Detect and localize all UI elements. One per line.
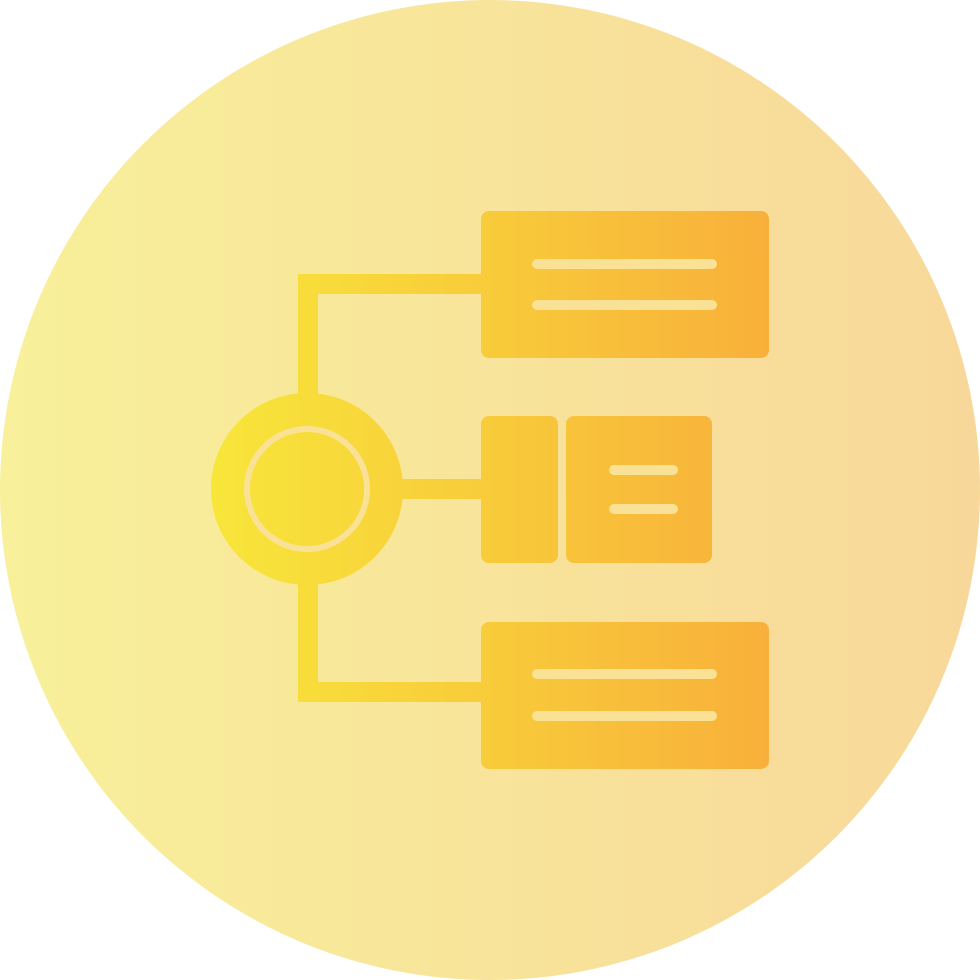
connector-horizontal-middle [395,479,485,499]
connector-vertical-top [298,274,318,404]
top-box [481,211,769,358]
connector-horizontal-bottom [298,682,488,702]
connector-lines [298,274,488,702]
connector-horizontal-top [298,274,488,294]
root-node-inner-ring [244,426,370,552]
root-node [211,393,403,585]
connector-vertical-bottom [298,576,318,702]
bottom-box [481,622,769,769]
middle-box [481,416,712,563]
middle-box-right [566,416,712,563]
middle-box-left [481,416,558,563]
root-node-circle [211,393,403,585]
